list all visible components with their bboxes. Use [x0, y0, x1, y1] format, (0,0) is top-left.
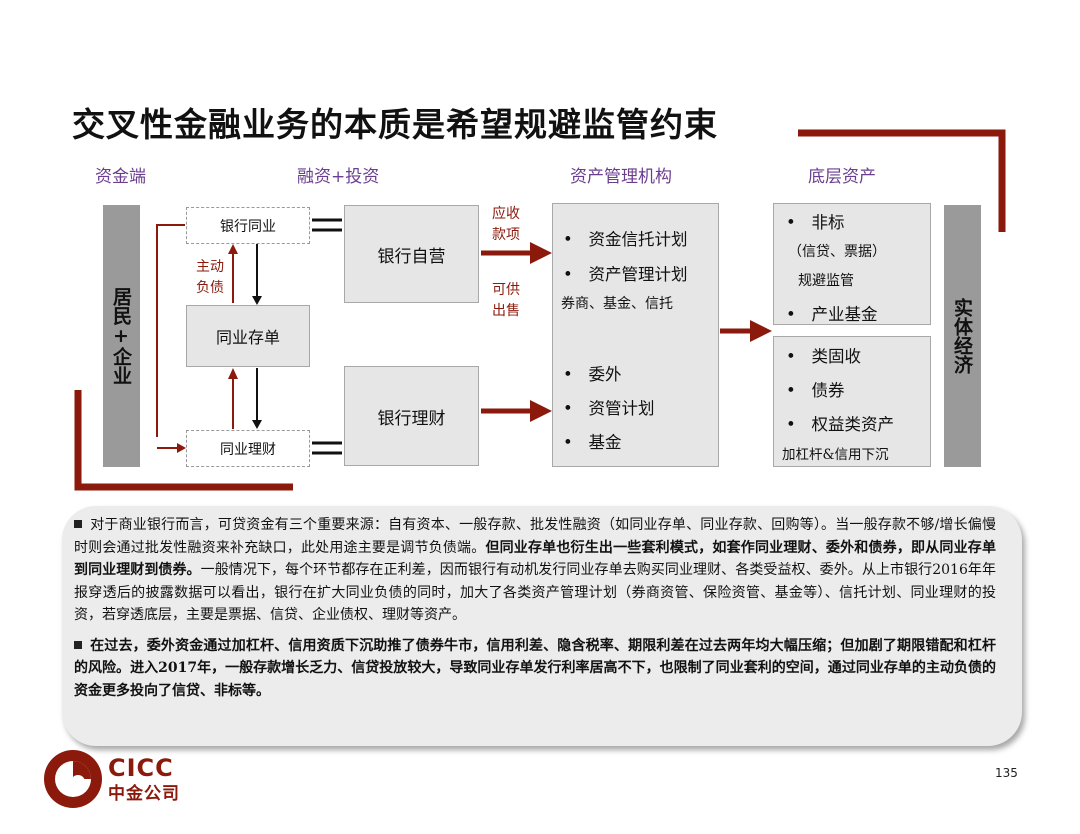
down-arrow-head-2: [252, 420, 262, 429]
cicc-logo-icon: [44, 750, 102, 808]
box-underlying-fixed-income: • 类固收 • 债券 • 权益类资产 加杠杆&信用下沉: [773, 336, 931, 467]
arrow-head-to-interbank-wm: [177, 443, 186, 453]
left-bar-households-enterprises: 居民+企业: [103, 205, 140, 467]
asset-item-am-scheme-text: 资管计划: [588, 399, 655, 418]
note-paragraph-1: 对于商业银行而言，可贷资金有三个重要来源：自有资本、一般存款、批发性融资（如同业…: [74, 514, 996, 627]
right-bar-label: 实体经济: [951, 298, 973, 374]
label-available-for-sale: 可供 出售: [492, 282, 520, 319]
asset-item-trust-plan: • 资金信托计划: [563, 230, 688, 249]
box-bank-wealth-mgmt: 银行理财: [344, 366, 479, 466]
bottom-left-bracket: [74, 390, 293, 491]
fat-arrow-wm-head: [530, 400, 552, 422]
underlying-item-bonds-text: 债券: [811, 381, 845, 400]
header-underlying-assets: 底层资产: [808, 167, 876, 187]
note-1-part-a: 对于商业银行而言，可贷资金有三个重要来源：自有资本、一般存款、批发性融资（如同业…: [74, 517, 996, 556]
note-1-part-c: 一般情况下，每个环节都存在正利差，因而银行有动机发行同业存单去购买同业理财、各类…: [74, 562, 996, 623]
logo-text-en: CICC: [108, 754, 174, 782]
underlying-item-nonstandard-text: 非标: [811, 213, 845, 232]
box-interbank-cd: 同业存单: [186, 305, 310, 367]
notes-panel: 对于商业银行而言，可贷资金有三个重要来源：自有资本、一般存款、批发性融资（如同业…: [62, 506, 1022, 746]
down-arrow-head-1: [252, 296, 262, 305]
asset-sub-brokers: 券商、基金、信托: [561, 296, 673, 312]
underlying-sub-evade: 规避监管: [798, 273, 854, 289]
underlying-item-quasi-fixed: • 类固收: [786, 347, 861, 366]
box-asset-managers: • 资金信托计划 • 资产管理计划 券商、基金、信托 • 委外 • 资管计划 •…: [552, 203, 719, 467]
asset-item-fund: • 基金: [563, 433, 622, 452]
left-bar-label: 居民+企业: [110, 287, 132, 385]
box-interbank-wm: 同业理财: [186, 430, 310, 467]
header-funds-side: 资金端: [95, 167, 146, 187]
asset-item-am-scheme: • 资管计划: [563, 399, 655, 418]
right-bar-real-economy: 实体经济: [944, 205, 981, 467]
logo-text-cn: 中金公司: [108, 784, 180, 804]
asset-item-outsourced-text: 委外: [588, 365, 622, 384]
asset-item-trust-plan-text: 资金信托计划: [588, 230, 688, 249]
top-right-bracket: [798, 129, 1006, 232]
asset-item-outsourced: • 委外: [563, 365, 622, 384]
note-paragraph-2: 在过去，委外资金通过加杠杆、信用资质下沉助推了债券牛市，信用利差、隐含税率、期限…: [74, 635, 996, 703]
asset-item-fund-text: 基金: [588, 433, 622, 452]
up-arrow-head-2: [228, 368, 238, 379]
underlying-item-industry-fund-text: 产业基金: [811, 305, 878, 324]
underlying-sub-credit-bills: （信贷、票据）: [788, 244, 886, 260]
note-2-text: 在过去，委外资金通过加杠杆、信用资质下沉助推了债券牛市，信用利差、隐含税率、期限…: [74, 637, 996, 699]
page-number: 135: [995, 766, 1018, 780]
asset-item-am-plan-text: 资产管理计划: [588, 265, 688, 284]
label-active-liability: 主动 负债: [196, 259, 224, 296]
underlying-item-equity-text: 权益类资产: [811, 415, 894, 434]
fat-arrow-assets-head: [750, 320, 772, 342]
bullet-square-icon: [74, 640, 82, 649]
box-underlying-nonstandard: • 非标 （信贷、票据） 规避监管 • 产业基金: [773, 203, 931, 325]
connector-bank-interbank: [156, 224, 185, 437]
underlying-item-bonds: • 债券: [786, 381, 845, 400]
box-bank-interbank: 银行同业: [186, 207, 310, 244]
label-receivables: 应收 款项: [492, 206, 520, 243]
header-financing-investment: 融资+投资: [297, 167, 380, 187]
note-1-part-b: 但同业存单也衍生出一些套利模式，如套作同业理财、委外和债券，即从同业存单到同业理…: [74, 539, 996, 579]
bullet-square-icon: [74, 520, 82, 528]
underlying-item-equity: • 权益类资产: [786, 415, 894, 434]
asset-item-am-plan: • 资产管理计划: [563, 265, 688, 284]
box-bank-self-operated: 银行自营: [344, 205, 479, 303]
fat-arrow-self-head: [530, 242, 552, 264]
underlying-sub-leverage: 加杠杆&信用下沉: [782, 447, 889, 463]
underlying-item-nonstandard: • 非标: [786, 213, 845, 232]
underlying-item-quasi-fixed-text: 类固收: [811, 347, 861, 366]
header-asset-managers: 资产管理机构: [570, 167, 672, 187]
up-arrow-head-1: [228, 244, 238, 254]
underlying-item-industry-fund: • 产业基金: [786, 305, 878, 324]
page-title: 交叉性金融业务的本质是希望规避监管约束: [72, 105, 718, 144]
